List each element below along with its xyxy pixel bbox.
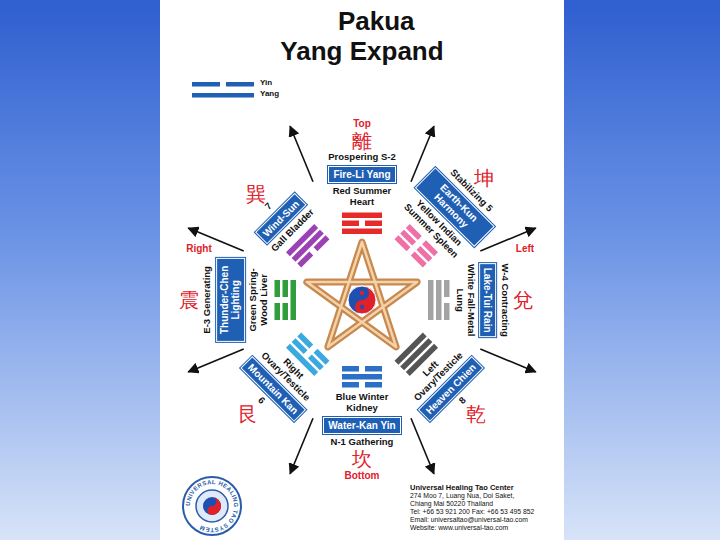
direction-group: E-3 Generating Thunder-Chen Lighting Green… xyxy=(202,258,270,342)
trigram xyxy=(342,213,382,235)
element-box: Water-Kan Yin xyxy=(323,417,400,435)
direction-label: Red Summer Heart xyxy=(320,186,404,208)
direction-arrows xyxy=(188,126,535,473)
element-name: Lake-Tui Rain xyxy=(482,268,494,333)
element-name: Water-Kan Yin xyxy=(328,420,395,432)
element-name: Thunder-Chen Lighting xyxy=(219,263,242,337)
address-block: Universal Healing Tao Center274 Moo 7, L… xyxy=(410,484,534,532)
address-line: Website: www.universal-tao.com xyxy=(410,524,534,532)
trigram-character: 乾 xyxy=(466,403,486,425)
legend-text: Yin xyxy=(260,79,272,88)
direction-group: Top離Prospering S-2Fire-Li YangRed Summer… xyxy=(320,118,404,208)
direction-label: Blue Winter Kidney xyxy=(320,392,404,414)
yin-yang xyxy=(348,286,376,314)
direction-label: 離 xyxy=(352,130,372,152)
trigram xyxy=(428,280,450,320)
address-line: Tel: +66 53 921 200 Fax: +66 53 495 852 xyxy=(410,508,534,516)
direction-label: Prospering S-2 xyxy=(328,152,396,163)
element-box: Fire-Li Yang xyxy=(328,166,395,184)
address-line: Email: universaltao@universal-tao.com xyxy=(410,516,534,524)
direction-label: E-3 Generating xyxy=(202,266,213,334)
direction-label: 坎 xyxy=(352,448,372,470)
direction-group: W-4 Contracting Lake-Tui Rain White Fall-M… xyxy=(454,258,510,342)
logo-text: UNIVERSAL HEALING TAO SYSTEM xyxy=(185,479,239,533)
direction-label: White Fall-Metal Lung xyxy=(454,258,476,342)
direction-label: Green Spring-Wood Liver xyxy=(248,258,270,342)
direction-label: Top xyxy=(353,118,371,130)
trigram-character: 兌 xyxy=(513,289,533,311)
legend-bars xyxy=(192,82,254,98)
trigram-character: 坤 xyxy=(474,167,494,189)
trigram-character: 艮 xyxy=(238,403,258,425)
pentagram xyxy=(307,242,417,347)
address-line: 274 Moo 7, Luang Nua, Doi Saket, xyxy=(410,492,534,500)
logo: UNIVERSAL HEALING TAO SYSTEM xyxy=(183,477,241,535)
direction-word: Left xyxy=(516,243,534,255)
element-name: Fire-Li Yang xyxy=(333,169,390,181)
direction-label: Bottom xyxy=(345,470,380,482)
trigram xyxy=(342,366,382,388)
trigrams xyxy=(275,213,450,388)
address-line: Universal Healing Tao Center xyxy=(410,484,534,492)
trigram-character: 巽 xyxy=(246,183,266,205)
trigram xyxy=(275,280,297,320)
direction-word: Right xyxy=(186,243,212,255)
legend-text: Yang xyxy=(260,90,279,99)
direction-label: W-4 Contracting xyxy=(499,263,510,336)
trigram-character: 震 xyxy=(179,289,199,311)
direction-group: Blue Winter KidneyWater-Kan YinN-1 Gathe… xyxy=(320,392,404,482)
address-line: Chiang Mai 50220 Thailand xyxy=(410,500,534,508)
direction-label: N-1 Gathering xyxy=(331,437,394,448)
diagram-title: Pakua Yang Expand xyxy=(278,6,446,66)
element-box: Lake-Tui Rain xyxy=(479,263,497,338)
element-box: Thunder-Chen Lighting xyxy=(216,258,245,342)
